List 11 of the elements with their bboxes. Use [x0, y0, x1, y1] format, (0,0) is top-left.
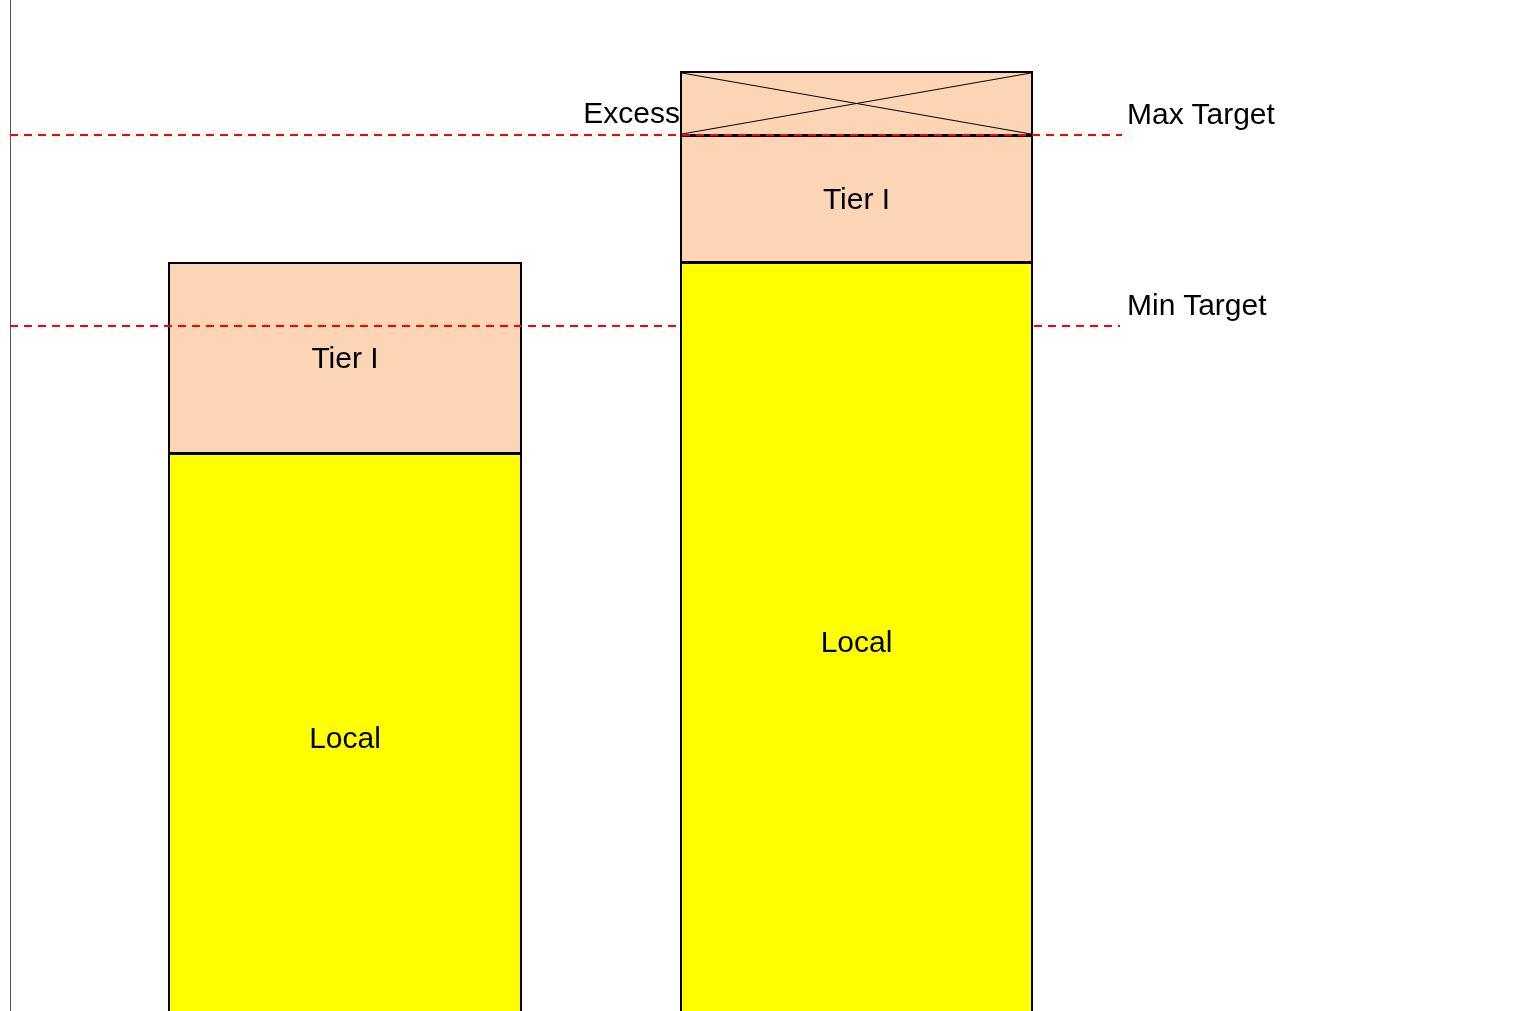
tier-segment — [168, 262, 522, 454]
local-segment — [168, 453, 522, 1011]
tier-segment — [680, 135, 1033, 263]
segment-label: Local — [309, 720, 381, 756]
target-label: Max Target — [1127, 96, 1275, 132]
local-segment — [680, 262, 1033, 1011]
segment-label: Tier I — [311, 340, 379, 376]
segment-label: Local — [820, 624, 893, 660]
target-label: Min Target — [1127, 287, 1267, 323]
segment-label: Excess — [583, 95, 680, 131]
segment-label: Tier I — [822, 181, 891, 217]
